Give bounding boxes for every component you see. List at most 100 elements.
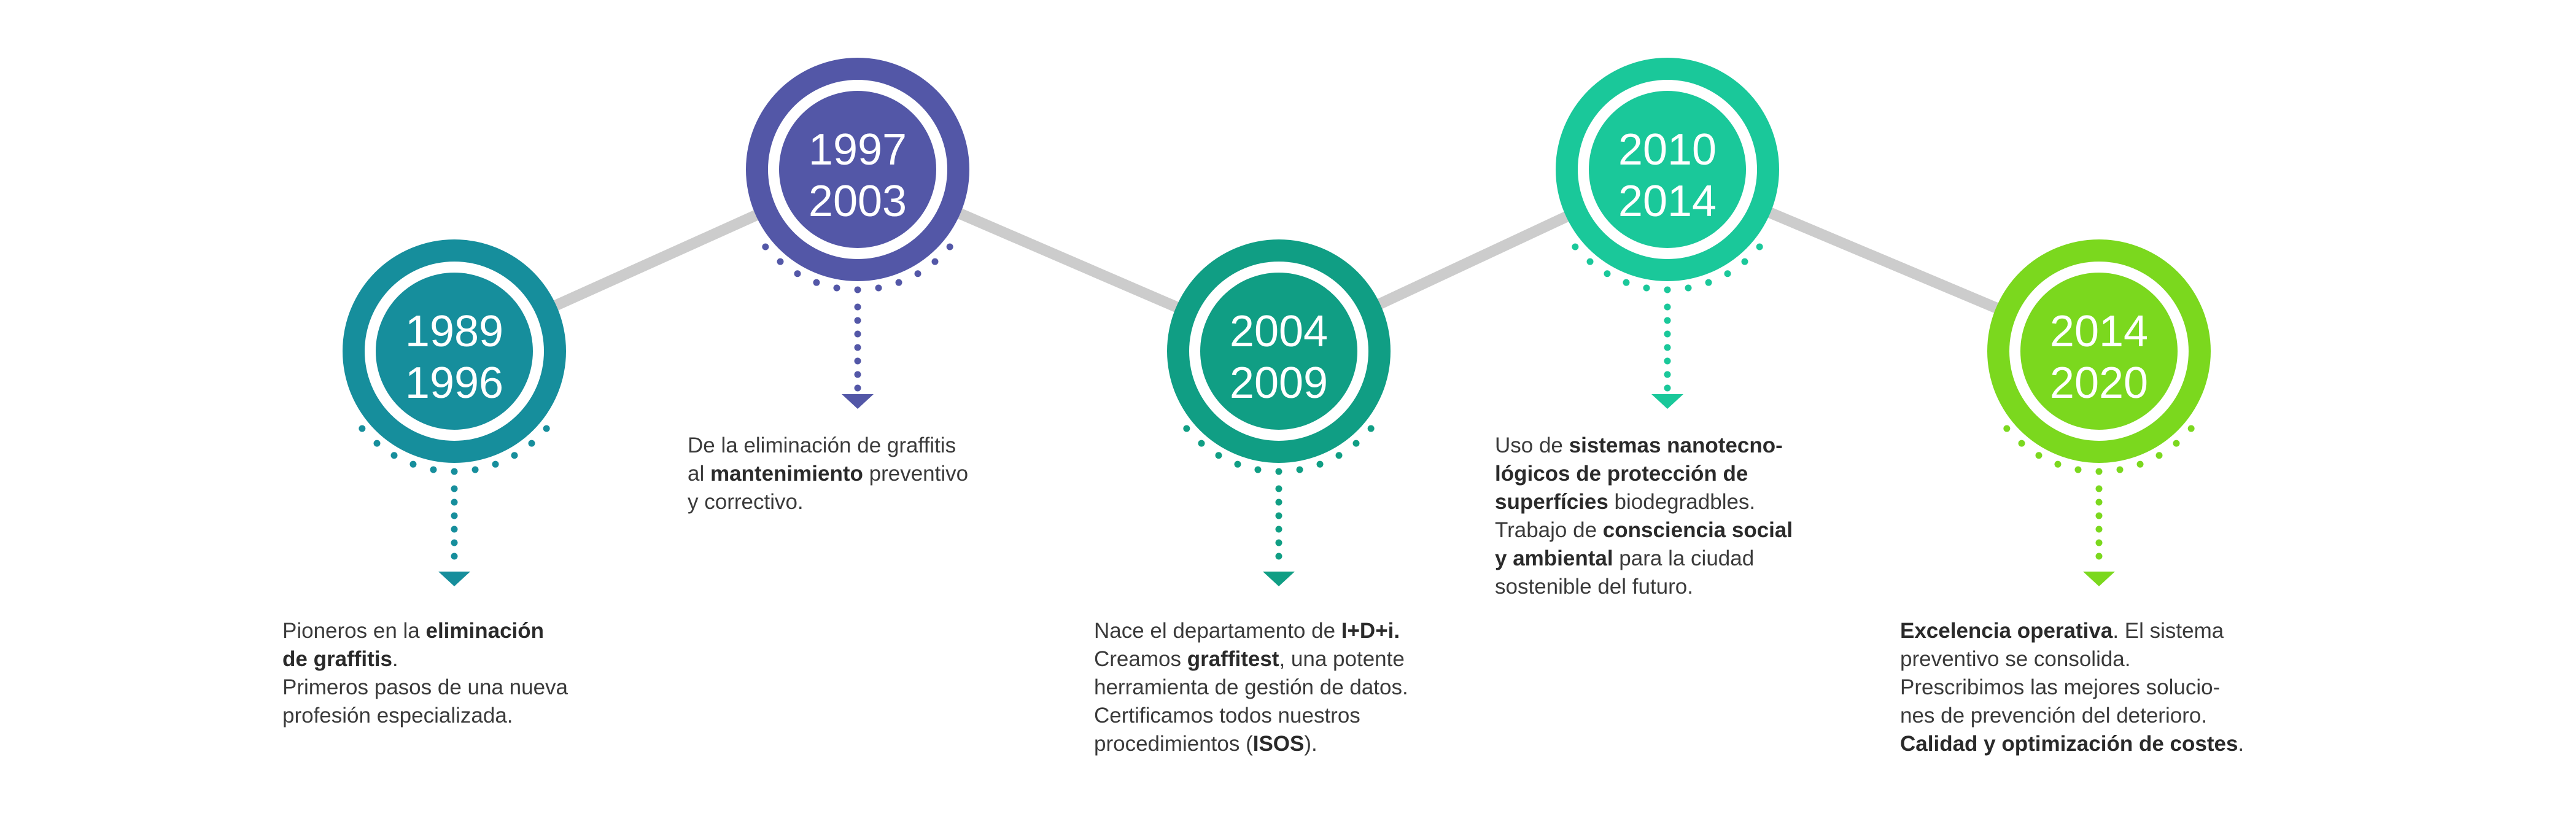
stem-dot (451, 512, 458, 519)
text: . (392, 647, 398, 671)
inner-disc (1589, 91, 1746, 248)
stem-dot (1664, 303, 1671, 311)
arc-dot (833, 284, 840, 292)
description-line: herramienta de gestión de datos. (1094, 673, 1408, 702)
description-line: Creamos graffitest, una potente (1094, 645, 1408, 673)
description-line: lógicos de protección de (1495, 460, 1793, 488)
year-start: 2014 (2050, 307, 2148, 356)
arrow-head-icon (1651, 394, 1683, 409)
arc-dot (1296, 466, 1303, 473)
arc-dot (946, 243, 953, 250)
bold-text: eliminación (425, 619, 545, 643)
stem-dot (1275, 499, 1282, 506)
stem-dot (2095, 553, 2103, 560)
arc-dot (1572, 243, 1579, 250)
bold-text: de graffitis (282, 647, 392, 671)
bold-text: lógicos de protección de (1495, 462, 1748, 486)
arc-dot (1275, 468, 1282, 475)
text: para la ciudad (1613, 546, 1755, 570)
stem-dot (451, 526, 458, 533)
description-line: sostenible del futuro. (1495, 573, 1793, 601)
stem-dot (854, 317, 861, 324)
description-line: Excelencia operativa. El sistema (1900, 617, 2244, 645)
description-line: y correctivo. (688, 488, 968, 516)
arc-dot (762, 243, 769, 250)
text: Nace el departamento de (1094, 619, 1341, 643)
text: Uso de (1495, 433, 1569, 457)
description-line: nes de prevención del deterioro. (1900, 702, 2244, 730)
description-line: superfícies biodegradbles. (1495, 488, 1793, 516)
arc-dot (794, 270, 801, 278)
arrow-head-icon (438, 572, 470, 586)
arc-dot (1724, 270, 1731, 278)
text: nes de prevención del deterioro. (1900, 704, 2208, 728)
description-line: profesión especializada. (282, 702, 568, 730)
stem-dot (1275, 526, 1282, 533)
arc-dot (1316, 460, 1324, 468)
arc-dot (373, 440, 381, 447)
description-line: Uso de sistemas nanotecno- (1495, 432, 1793, 460)
text: preventivo se consolida. (1900, 647, 2131, 671)
text: Primeros pasos de una nueva (282, 675, 568, 699)
description-line: Certificamos todos nuestros (1094, 702, 1408, 730)
bold-text: Calidad y optimización de costes (1900, 732, 2238, 756)
arc-dot (451, 468, 458, 475)
year-start: 2004 (1230, 307, 1328, 356)
arc-dot (390, 452, 398, 459)
arc-dot (1335, 452, 1343, 459)
stem-dot (1664, 344, 1671, 351)
milestone-description-3: Nace el departamento de I+D+i.Creamos gr… (1094, 617, 1408, 758)
arc-dot (492, 460, 499, 468)
bold-text: ISOS (1252, 732, 1305, 756)
arc-dot (1352, 440, 1360, 447)
arc-dot (2074, 466, 2082, 473)
text: Trabajo de (1495, 518, 1603, 542)
text: preventivo (863, 462, 969, 486)
arc-dot (430, 466, 437, 473)
year-start: 1989 (405, 307, 503, 356)
stem-dot (854, 330, 861, 338)
description-line: Pioneros en la eliminación (282, 617, 568, 645)
description-line: de graffitis. (282, 645, 568, 673)
arc-dot (2095, 468, 2103, 475)
arc-dot (543, 425, 550, 432)
stem-dot (2095, 499, 2103, 506)
bold-text: consciencia social (1602, 518, 1793, 542)
year-end: 2003 (809, 177, 907, 226)
milestone-description-4: Uso de sistemas nanotecno-lógicos de pro… (1495, 432, 1793, 601)
arc-dot (1604, 270, 1611, 278)
year-end: 2014 (1618, 177, 1717, 226)
inner-disc (2020, 273, 2178, 430)
text: sostenible del futuro. (1495, 575, 1693, 599)
arc-dot (854, 286, 861, 293)
arrow-head-icon (1263, 572, 1295, 586)
arc-dot (2136, 460, 2144, 468)
arc-dot (1705, 279, 1712, 286)
arrow-head-icon (842, 394, 874, 409)
stem-dot (1275, 512, 1282, 519)
arc-dot (1234, 460, 1241, 468)
bold-text: graffitest (1187, 647, 1279, 671)
description-line: Nace el departamento de I+D+i. (1094, 617, 1408, 645)
arc-dot (875, 284, 882, 292)
arc-dot (895, 279, 902, 286)
stem-dot (1275, 485, 1282, 492)
arc-dot (1741, 258, 1748, 265)
arc-dot (1198, 440, 1205, 447)
arc-dot (1215, 452, 1222, 459)
bold-text: sistemas nanotecno- (1569, 433, 1783, 457)
stem-dot (1664, 330, 1671, 338)
bold-text: superfícies (1495, 490, 1608, 514)
stem-dot (1275, 553, 1282, 560)
text: Prescribimos las mejores solucio- (1900, 675, 2221, 699)
text: De la eliminación de graffitis (688, 433, 956, 457)
text: , una potente (1279, 647, 1405, 671)
arc-dot (359, 425, 366, 432)
text: . El sistema (2112, 619, 2224, 643)
arc-dot (1367, 425, 1375, 432)
arc-dot (511, 452, 518, 459)
